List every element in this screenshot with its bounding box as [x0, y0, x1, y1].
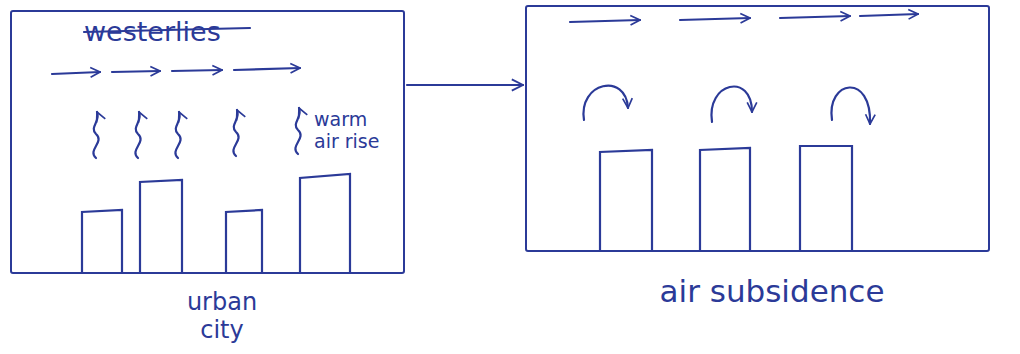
rising-air-arrow: [175, 112, 180, 158]
flow-arrow: [407, 84, 523, 86]
building: [600, 150, 652, 250]
subsiding-air-arrow: [583, 86, 628, 120]
panel-label: warm air rise: [314, 108, 394, 152]
building: [140, 180, 182, 272]
panel-label: urban city: [172, 288, 272, 344]
panel-label: westerlies: [84, 16, 274, 48]
building: [800, 146, 852, 250]
wind-arrow: [52, 72, 100, 74]
wind-arrow: [680, 18, 750, 20]
left-panel-art: [52, 28, 350, 272]
building: [82, 210, 122, 272]
right-panel-art: [570, 14, 918, 250]
building: [700, 148, 750, 250]
rising-air-arrow: [233, 110, 238, 156]
subsiding-air-arrow: [711, 87, 752, 122]
panel-box: air subsidence: [525, 5, 990, 252]
wind-arrow: [112, 71, 160, 72]
building: [300, 174, 350, 272]
panel-label: air subsidence: [552, 273, 992, 309]
panel-box: westerlieswarm air riseurban city: [10, 10, 405, 274]
building: [226, 210, 262, 272]
wind-arrow: [570, 20, 640, 22]
rising-air-arrow: [295, 108, 300, 154]
wind-arrow: [172, 70, 222, 71]
wind-arrow: [860, 14, 918, 16]
rising-air-arrow: [135, 112, 140, 158]
wind-arrow: [234, 68, 300, 70]
subsiding-air-arrow: [831, 87, 870, 124]
rising-air-arrow: [93, 112, 98, 158]
wind-arrow: [780, 16, 850, 18]
